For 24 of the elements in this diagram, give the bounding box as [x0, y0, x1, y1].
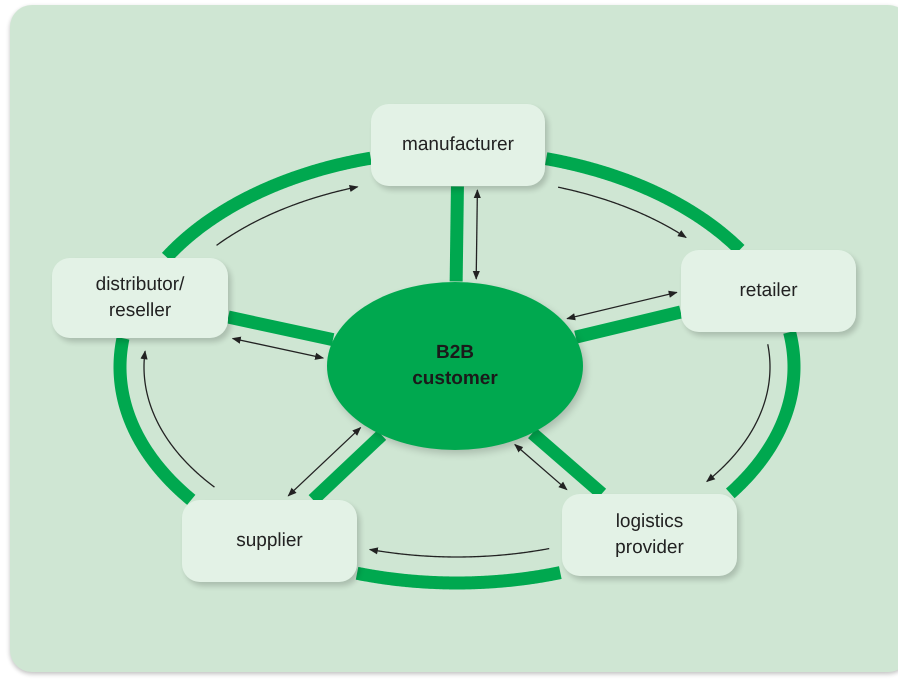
arrow — [140, 350, 215, 488]
connector-band — [226, 310, 334, 346]
role-box — [182, 500, 357, 582]
arrow — [232, 336, 324, 360]
node-label: logistics provider — [614, 510, 685, 560]
arrow — [368, 547, 550, 558]
node-label: retailer — [738, 279, 799, 304]
arrow — [566, 290, 678, 320]
arrow — [706, 344, 771, 482]
role-box — [52, 258, 228, 338]
arrow — [472, 189, 481, 280]
role-box — [371, 104, 545, 186]
role-box — [562, 494, 737, 576]
node-label: manufacturer — [401, 133, 515, 158]
node-label: B2B customer — [411, 341, 499, 391]
node-label: distributor/ reseller — [94, 273, 186, 323]
arrow — [216, 184, 359, 246]
arrow — [558, 186, 687, 238]
arrow — [288, 426, 362, 496]
role-box — [681, 250, 856, 332]
connector-band — [574, 306, 682, 344]
node-label: supplier — [235, 529, 304, 554]
connector-band — [450, 186, 464, 282]
arrow — [514, 444, 568, 490]
